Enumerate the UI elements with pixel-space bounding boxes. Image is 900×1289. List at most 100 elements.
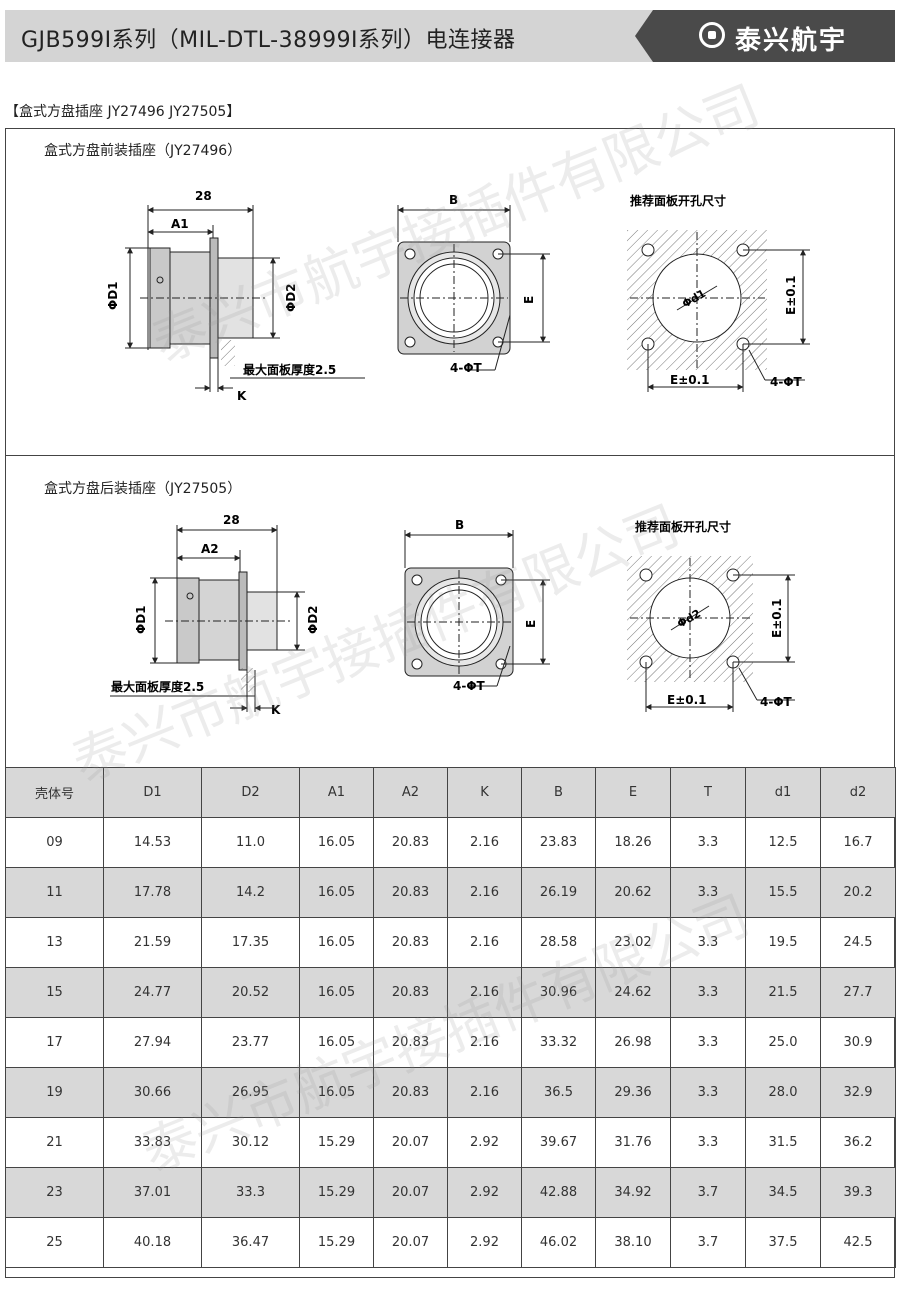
table-cell: 24.62 (595, 967, 671, 1018)
table-cell: 19 (5, 1067, 104, 1118)
dim-k: K (237, 389, 247, 403)
brand-logo-icon (699, 22, 725, 48)
table-cell: 25 (5, 1217, 104, 1268)
table-cell: 13 (5, 917, 104, 968)
panel1-drawing: 28 A1 ΦD1 ΦD2 最大面板厚度2.5 K B E 4-ΦT 推荐面板开… (5, 130, 895, 455)
table-cell: 46.02 (521, 1217, 596, 1268)
table-cell: 42.88 (521, 1167, 596, 1218)
panel1-svg: 28 A1 ΦD1 ΦD2 最大面板厚度2.5 K B E 4-ΦT 推荐面板开… (106, 189, 810, 403)
table-cell: 18.26 (595, 817, 671, 868)
table-cell: 30.9 (820, 1017, 896, 1068)
table-cell: 32.9 (820, 1067, 896, 1118)
table-cell: 3.3 (670, 817, 746, 868)
dim2-e: E (524, 620, 538, 628)
table-cell: 30.66 (103, 1067, 202, 1118)
table-cell: 33.32 (521, 1017, 596, 1068)
table-cell: 20.83 (373, 1017, 448, 1068)
table-cell: 16.05 (299, 967, 374, 1018)
panel2-title: 盒式方盘后装插座（JY27505） (44, 481, 242, 497)
panel2-svg: 28 A2 ΦD1 ΦD2 最大面板厚度2.5 K B E 4-ΦT 推荐面板开… (110, 513, 795, 717)
dim-e-v: E±0.1 (784, 275, 798, 315)
table-cell: 28.0 (745, 1067, 821, 1118)
table-cell: 16.05 (299, 817, 374, 868)
table-cell: 38.10 (595, 1217, 671, 1268)
table-cell: 24.77 (103, 967, 202, 1018)
table-cell: 30.96 (521, 967, 596, 1018)
table-cell: 2.92 (447, 1117, 522, 1168)
table-cell: 3.3 (670, 1017, 746, 1068)
panel2-drawing: 28 A2 ΦD1 ΦD2 最大面板厚度2.5 K B E 4-ΦT 推荐面板开… (5, 450, 895, 775)
table-cell: 23.83 (521, 817, 596, 868)
table-cell: 21.59 (103, 917, 202, 968)
table-cell: 15 (5, 967, 104, 1018)
table-cell: 17.35 (201, 917, 300, 968)
table-cell: 20.83 (373, 817, 448, 868)
table-cell: 37.5 (745, 1217, 821, 1268)
table-cell: 21 (5, 1117, 104, 1168)
table-cell: 20.07 (373, 1167, 448, 1218)
table-cell: 31.76 (595, 1117, 671, 1168)
dim2-t: 4-ΦT (453, 679, 486, 693)
cutout2-title: 推荐面板开孔尺寸 (635, 519, 731, 534)
section-label: 【盒式方盘插座 JY27496 JY27505】 (5, 104, 241, 120)
table-cell: 3.3 (670, 917, 746, 968)
table-cell: 25.0 (745, 1017, 821, 1068)
table-cell: 24.5 (820, 917, 896, 968)
table-header-cell: D2 (201, 767, 300, 818)
table-cell: 12.5 (745, 817, 821, 868)
table-cell: 15.5 (745, 867, 821, 918)
table-cell: 20.83 (373, 867, 448, 918)
table-cell: 2.16 (447, 867, 522, 918)
table-cell: 36.47 (201, 1217, 300, 1268)
dim2-b: B (455, 518, 464, 532)
table-header-cell: d2 (820, 767, 896, 818)
table-cell: 23.02 (595, 917, 671, 968)
dim-a2: A2 (201, 542, 219, 556)
table-cell: 23 (5, 1167, 104, 1218)
dim2-thickness: 最大面板厚度2.5 (111, 679, 204, 694)
table-cell: 20.83 (373, 1067, 448, 1118)
table-cell: 27.7 (820, 967, 896, 1018)
table-cell: 21.5 (745, 967, 821, 1018)
panel2-cutout (627, 556, 795, 712)
table-cell: 20.07 (373, 1117, 448, 1168)
table-cell: 3.7 (670, 1167, 746, 1218)
panel-divider (5, 455, 895, 456)
table-header-cell: B (521, 767, 596, 818)
dim-thickness: 最大面板厚度2.5 (243, 362, 336, 377)
dim-e-h: E±0.1 (670, 373, 710, 387)
table-cell: 34.92 (595, 1167, 671, 1218)
dim-a1: A1 (171, 217, 189, 231)
table-cell: 09 (5, 817, 104, 868)
table-cell: 2.92 (447, 1217, 522, 1268)
table-cell: 2.16 (447, 917, 522, 968)
table-cell: 39.3 (820, 1167, 896, 1218)
table-cell: 2.16 (447, 1067, 522, 1118)
table-cell: 15.29 (299, 1167, 374, 1218)
cutout-title: 推荐面板开孔尺寸 (630, 193, 726, 208)
dim2-28: 28 (223, 513, 240, 527)
table-cell: 17.78 (103, 867, 202, 918)
table-cell: 14.53 (103, 817, 202, 868)
table-header-cell: K (447, 767, 522, 818)
page-header: GJB599Ⅰ系列（MIL-DTL-38999Ⅰ系列）电连接器 泰兴航宇 (5, 10, 895, 62)
dim2-d2: ΦD2 (306, 605, 320, 634)
panel2-side-view (110, 525, 305, 712)
drawing-frame (5, 128, 895, 1278)
table-cell: 36.2 (820, 1117, 896, 1168)
brand-name: 泰兴航宇 (735, 26, 848, 56)
table-cell: 30.12 (201, 1117, 300, 1168)
table-cell: 2.92 (447, 1167, 522, 1218)
table-cell: 11 (5, 867, 104, 918)
table-cell: 31.5 (745, 1117, 821, 1168)
table-cell: 37.01 (103, 1167, 202, 1218)
table-cell: 27.94 (103, 1017, 202, 1068)
